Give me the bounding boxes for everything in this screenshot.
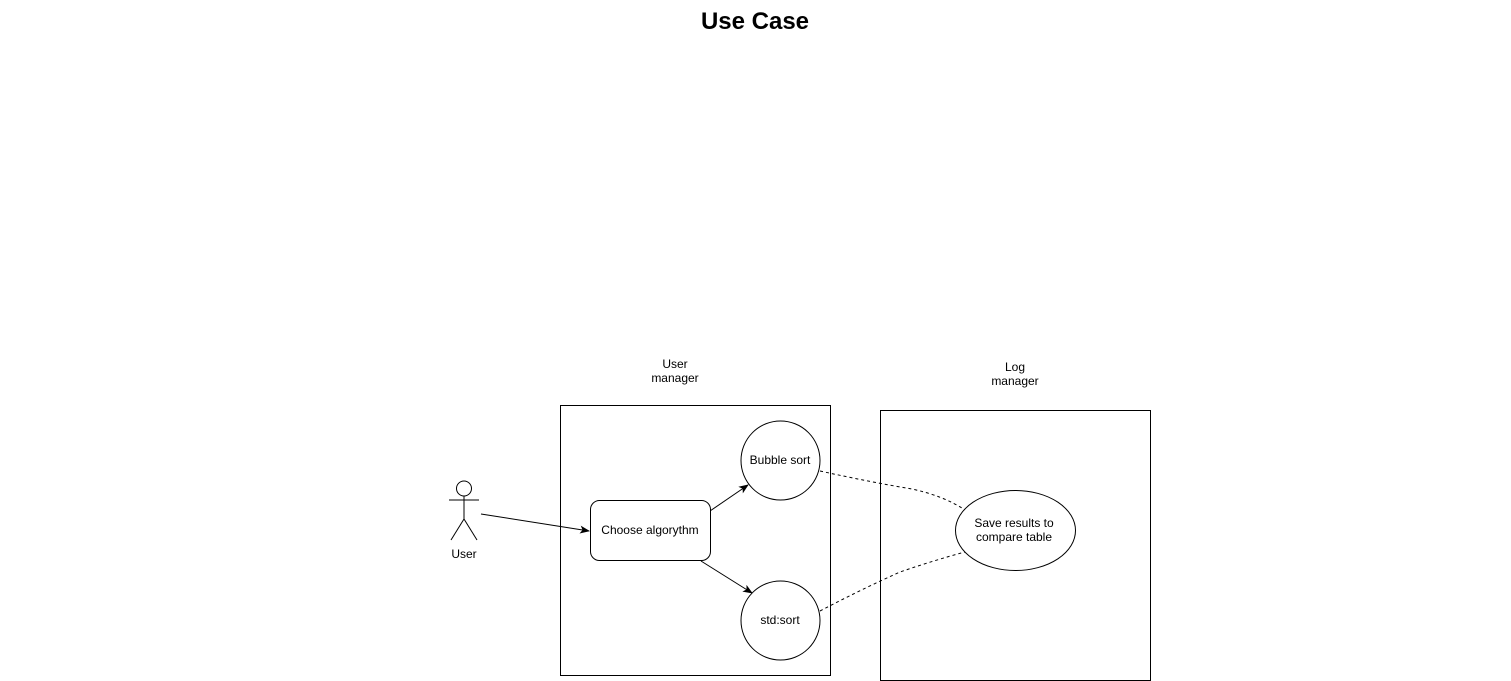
bubble-sort-label: Bubble sort <box>750 453 811 467</box>
save-results-label: Save results to <box>974 516 1054 530</box>
save-results-use-case <box>955 490 1076 571</box>
user-actor-label: User <box>451 547 476 561</box>
save-results-label: compare table <box>976 530 1052 544</box>
bubble-to-save-dashed-line <box>819 470 966 511</box>
choose-algorithm-use-case <box>590 500 711 561</box>
bubble-sort-use-case <box>740 420 821 501</box>
user-manager-label: User <box>662 357 687 371</box>
stdsort-to-save-dashed-line <box>819 551 966 612</box>
actor-left-leg <box>450 518 465 541</box>
actor-head <box>456 480 472 497</box>
choose-to-stdsort-arrow <box>700 560 753 594</box>
log-manager-label: manager <box>991 374 1038 388</box>
user-manager-system: User manager <box>560 357 831 676</box>
std-sort-use-case <box>740 580 821 661</box>
user-manager-label: manager <box>651 371 698 385</box>
user-actor <box>449 480 479 541</box>
user-manager-boundary <box>560 405 831 676</box>
diagram-title: Use Case <box>701 8 809 35</box>
log-manager-label: Log <box>1005 360 1025 374</box>
choose-algorithm-label: Choose algorythm <box>601 523 698 537</box>
std-sort-label: std:sort <box>760 613 800 627</box>
choose-to-bubble-arrow <box>709 484 749 512</box>
user-to-choose-arrow <box>480 513 590 534</box>
actor-right-leg <box>463 518 478 541</box>
